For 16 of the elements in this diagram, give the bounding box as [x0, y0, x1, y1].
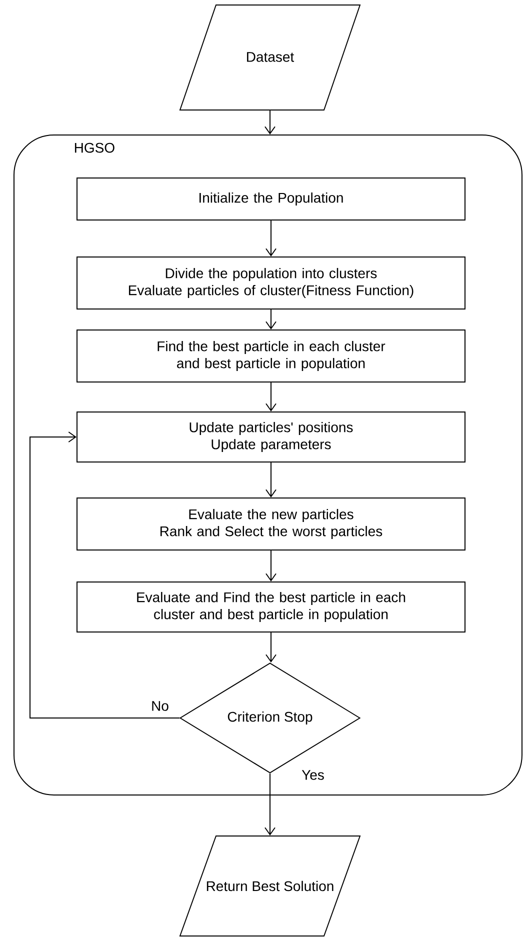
process-box: Find the best particle in each cluster and best particle in population — [76, 330, 466, 382]
process-box: Initialize the Population — [76, 178, 466, 220]
arrow — [266, 309, 276, 330]
process-box: Divide the population into clusters Evaluate particles of cluster(Fitness Function) — [76, 256, 466, 310]
arrow — [30, 432, 180, 718]
arrow — [266, 550, 276, 582]
process-box: Update particles' positions Update parameters — [76, 412, 466, 462]
process-box: Evaluate and Find the best particle in each cluster and best particle in population — [76, 582, 466, 632]
arrow — [264, 773, 276, 836]
arrow — [266, 382, 276, 412]
edge-label: No — [150, 700, 170, 712]
arrow — [266, 462, 276, 498]
arrow — [266, 632, 276, 662]
process-box: Evaluate the new particles Rank and Select the worst particles — [76, 498, 466, 550]
arrow — [266, 220, 276, 256]
arrow — [264, 110, 276, 134]
